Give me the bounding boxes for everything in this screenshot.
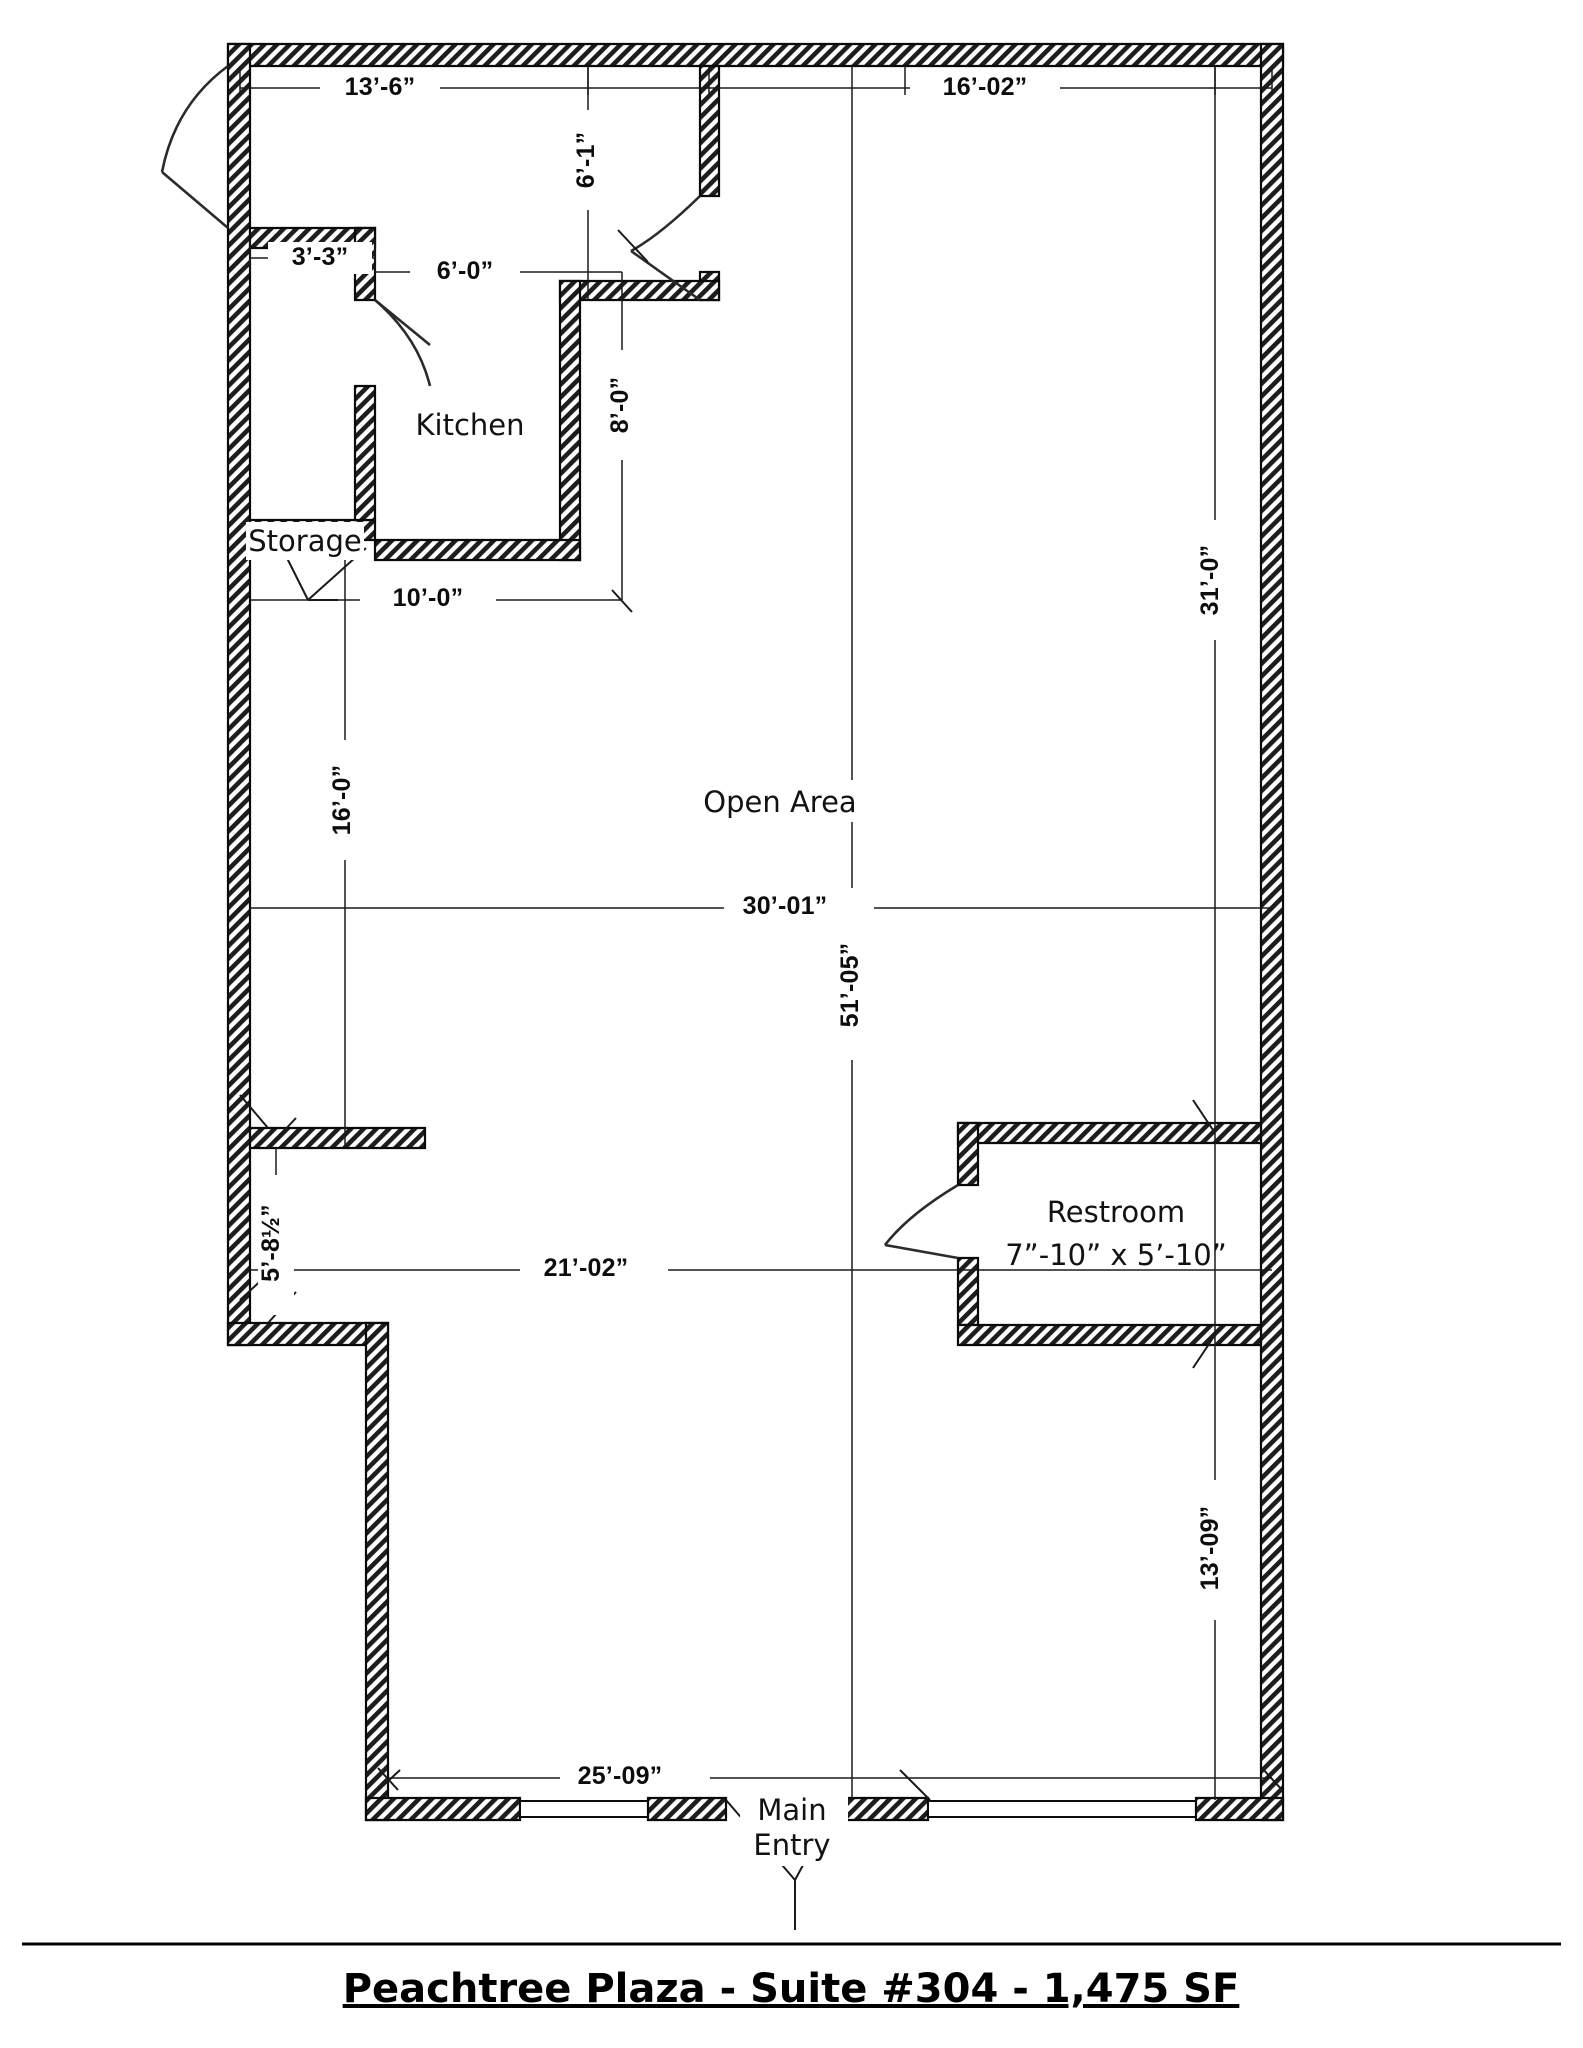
wall-interior-upper-vertical (698, 64, 721, 198)
door-swing-kitchen (374, 299, 432, 387)
dim-top-left-width: 13’-6” (345, 73, 416, 101)
wall-exterior-top (226, 42, 1285, 68)
wall-exterior-bottom-pier-left (364, 1796, 522, 1822)
dim-top-right-width: 16’-02” (943, 73, 1028, 101)
room-label-storage: Storage (248, 524, 361, 558)
dim-left-upper-height: 16’-0” (328, 765, 356, 836)
door-leaf-kitchen (374, 298, 431, 347)
dim-left-notch-height: 5’-8½” (257, 1204, 285, 1282)
dim-mid-lower-width: 21’-02” (544, 1254, 629, 1282)
wall-exterior-bottom-pier-mid-left (646, 1796, 728, 1822)
door-swing-restroom (883, 1183, 959, 1246)
dim-mid-width: 30’-01” (743, 892, 828, 920)
room-label-restroom: Restroom (1047, 1195, 1185, 1229)
wall-assembly (226, 42, 1285, 1822)
storefront-glazing-right (927, 1800, 1197, 1818)
dim-right-upper-height: 31’-0” (1196, 545, 1224, 616)
door-leaf-restroom (884, 1243, 959, 1260)
room-label-kitchen: Kitchen (416, 408, 525, 442)
dim-kitchen-door-offset: 6’-1” (572, 132, 600, 189)
wall-restroom-left-lower (956, 1256, 980, 1327)
wall-partition-mid-left (248, 1126, 427, 1150)
door-leaf-upper-left (161, 171, 229, 229)
wall-exterior-bottom-pier-right (1194, 1796, 1285, 1822)
room-label-restroom-size: 7”-10” x 5’-10” (1005, 1238, 1227, 1272)
room-labels: Kitchen Storage Open Area Restroom 7”-10… (246, 404, 1227, 1866)
dim-kitchen-block-width: 10’-0” (393, 584, 464, 612)
wall-exterior-left-upper (226, 42, 252, 1347)
door-swing-upper-mid (630, 195, 701, 253)
page-title: Peachtree Plaza - Suite #304 - 1,475 SF (343, 1966, 1240, 2012)
wall-kitchen-left (353, 384, 377, 522)
dim-kitchen-width: 6’-0” (437, 257, 494, 285)
dim-lower-right-height: 13’-09” (1196, 1506, 1224, 1591)
wall-exterior-bottom-pier-mid-right (836, 1796, 930, 1822)
dim-storage-width: 3’-3” (292, 243, 349, 271)
door-leaf-upper-mid (630, 249, 701, 302)
door-swing-upper-left (160, 64, 229, 173)
dim-bottom-width: 25’-09” (578, 1762, 663, 1790)
room-label-open-area: Open Area (703, 785, 856, 819)
wall-kitchen-right (558, 279, 582, 562)
room-label-main-entry-line2: Entry (753, 1828, 830, 1862)
dim-overall-height: 51’-05” (836, 943, 864, 1028)
wall-restroom-left-upper (956, 1121, 980, 1187)
door-swings (160, 64, 959, 1260)
room-label-main-entry-line1: Main (757, 1793, 826, 1827)
storefront-glazing-left (519, 1800, 649, 1818)
wall-restroom-bottom (956, 1323, 1263, 1347)
wall-kitchen-bottom (373, 538, 582, 562)
wall-exterior-left-lower (364, 1321, 390, 1822)
dim-kitchen-depth: 8’-0” (606, 377, 634, 434)
wall-exterior-right (1259, 42, 1285, 1822)
dimension-labels: 13’-6” 16’-02” 6’-1” 3’-3” 6’-0” 8’-0” 1… (257, 70, 1230, 1792)
title-block: Peachtree Plaza - Suite #304 - 1,475 SF (22, 1942, 1561, 2012)
dimension-lines (239, 66, 1283, 1800)
wall-exterior-left-jog (226, 1321, 390, 1347)
